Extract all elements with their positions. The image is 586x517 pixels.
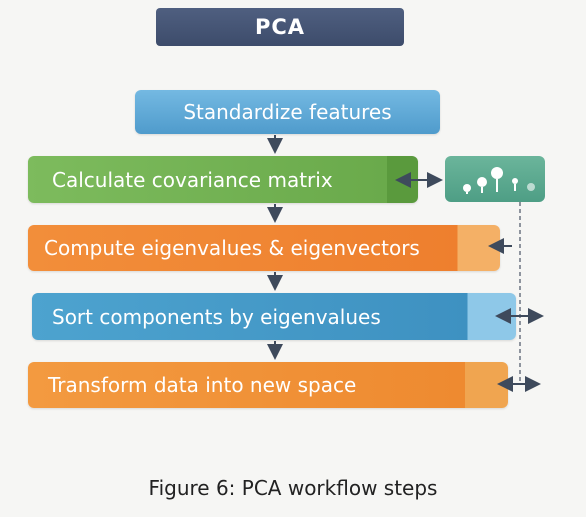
step-calculate-covariance-matrix: Calculate covariance matrix xyxy=(28,156,418,203)
step-transform-data: Transform data into new space xyxy=(28,362,508,408)
scatter-plot-panel xyxy=(445,156,545,202)
scatter-plot-icon xyxy=(463,167,535,194)
step-standardize-features: Standardize features xyxy=(135,90,440,134)
step-sort-components: Sort components by eigenvalues xyxy=(32,293,516,340)
dashed-connector xyxy=(488,202,544,392)
figure-caption: Figure 6: PCA workflow steps xyxy=(148,476,438,500)
diagram-title: PCA xyxy=(156,8,404,46)
step-compute-eigenvalues: Compute eigenvalues & eigenvectors xyxy=(28,225,500,271)
